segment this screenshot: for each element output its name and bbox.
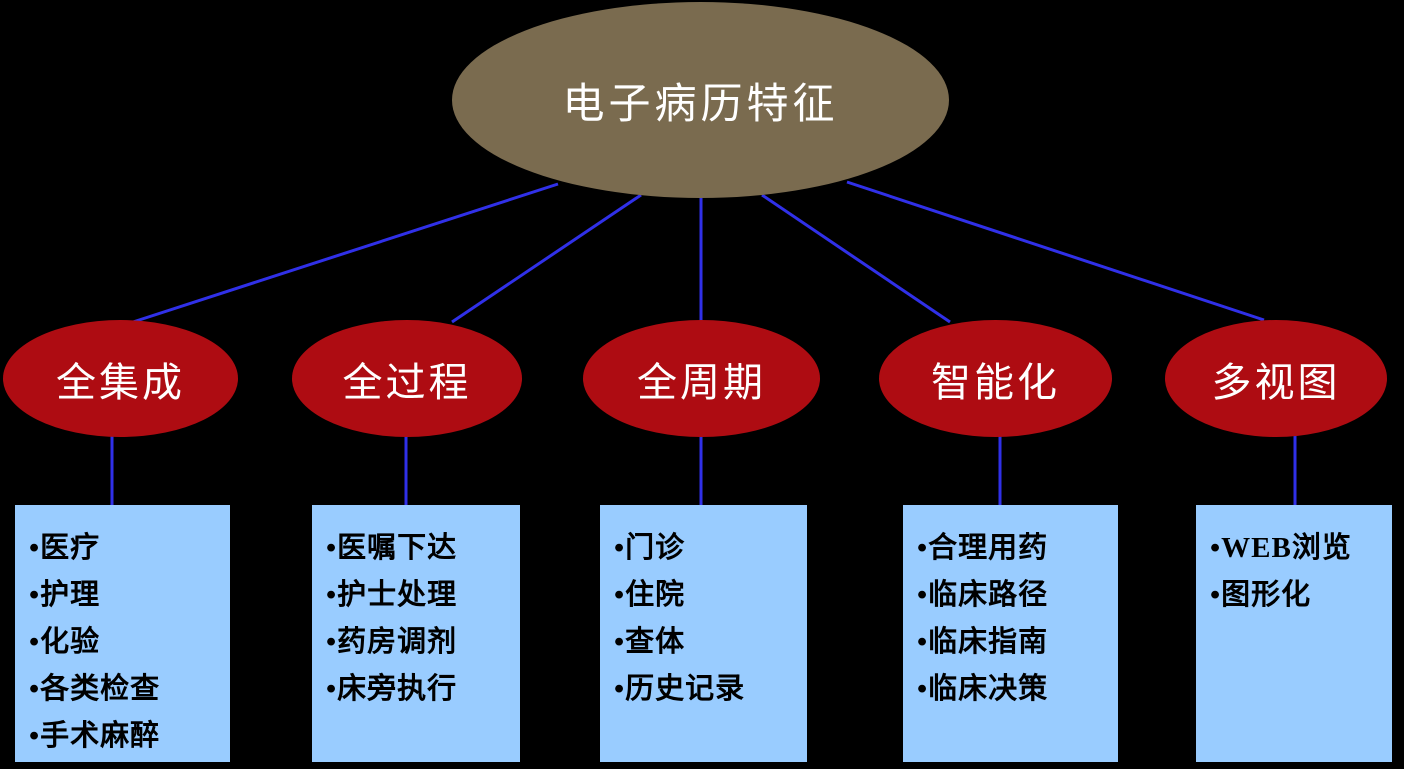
- list-item: •护理: [29, 579, 101, 611]
- list-item: •医嘱下达: [326, 532, 458, 564]
- list-item: •临床路径: [917, 579, 1049, 611]
- list-item: •各类检查: [29, 673, 161, 705]
- branch-node-label: 全过程: [342, 359, 472, 405]
- connector-root-branch-4: [761, 193, 951, 324]
- list-item: •合理用药: [917, 532, 1049, 564]
- connector-root-branch-2: [451, 193, 642, 324]
- list-item: •床旁执行: [326, 673, 458, 705]
- detail-box-quanzhouqi: •门诊 •住院 •查体 •历史记录: [600, 505, 807, 762]
- root-node: 电子病历特征: [452, 2, 949, 198]
- list-item: •临床指南: [917, 626, 1049, 658]
- list-item: •历史记录: [614, 673, 746, 705]
- branch-node-duoshitu: 多视图: [1165, 320, 1387, 437]
- list-item: •图形化: [1210, 579, 1312, 611]
- branch-node-label: 全周期: [637, 359, 766, 405]
- branch-node-label: 多视图: [1211, 359, 1341, 405]
- branch-node-label: 全集成: [56, 359, 185, 405]
- list-item: •护士处理: [326, 579, 458, 611]
- connector-root-branch-5: [846, 180, 1265, 322]
- branch-node-quanzhouqi: 全周期: [583, 320, 820, 437]
- list-item: •门诊: [614, 532, 686, 564]
- list-item: •手术麻醉: [29, 720, 161, 752]
- list-item: •WEB浏览: [1210, 532, 1352, 564]
- list-item: •查体: [614, 626, 686, 658]
- root-node-label: 电子病历特征: [562, 81, 839, 128]
- branch-node-quanguocheng: 全过程: [292, 320, 522, 437]
- branch-node-label: 智能化: [931, 359, 1060, 405]
- list-item: •医疗: [29, 532, 101, 564]
- list-item: •化验: [29, 626, 101, 658]
- detail-box-zhinenghua: •合理用药 •临床路径 •临床指南 •临床决策: [903, 505, 1118, 762]
- list-item: •临床决策: [917, 673, 1049, 705]
- list-item: •住院: [614, 579, 686, 611]
- detail-box-quanguocheng: •医嘱下达 •护士处理 •药房调剂 •床旁执行: [312, 505, 520, 762]
- branch-node-quanjicheng: 全集成: [3, 320, 238, 437]
- connector-root-branch-1: [132, 182, 559, 324]
- detail-box-quanjicheng: •医疗 •护理 •化验 •各类检查 •手术麻醉: [15, 505, 230, 762]
- detail-box-duoshitu: •WEB浏览 •图形化: [1196, 505, 1392, 762]
- branch-node-zhinenghua: 智能化: [879, 320, 1112, 437]
- list-item: •药房调剂: [326, 626, 458, 658]
